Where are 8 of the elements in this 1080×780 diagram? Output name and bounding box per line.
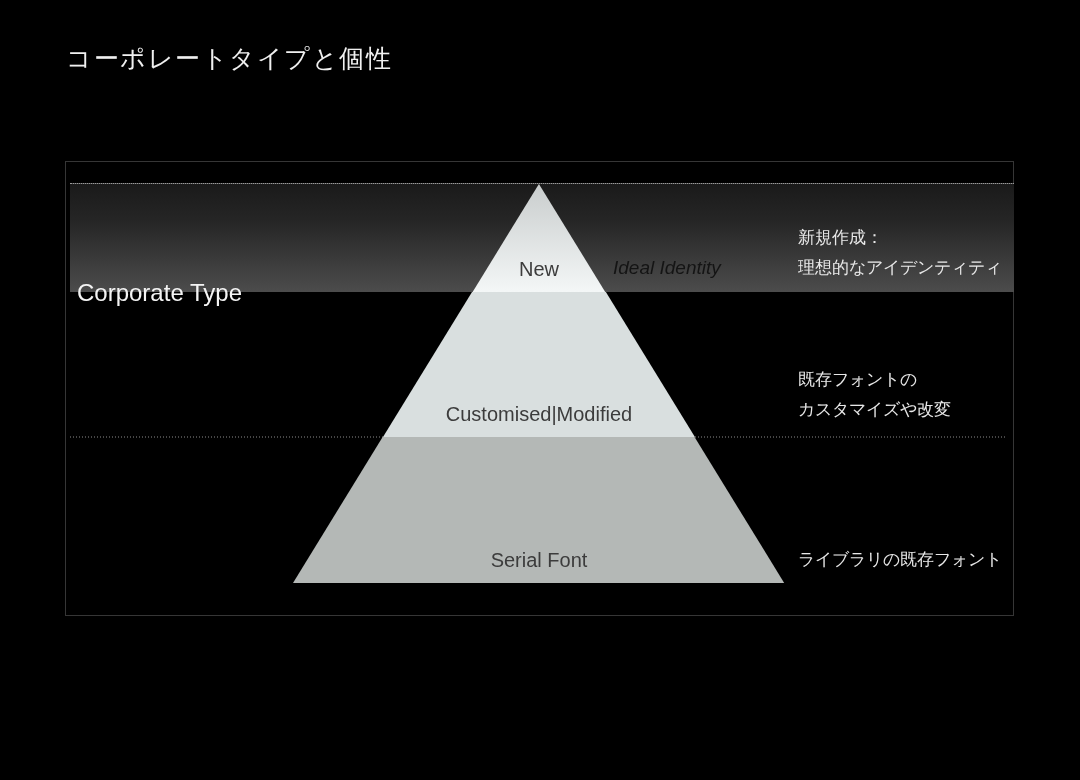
band-label: Corporate Type <box>77 279 242 307</box>
description-text: ライブラリの既存フォント <box>798 549 1002 571</box>
tier-label: Serial Font <box>490 548 588 572</box>
description-text: 新規作成：理想的なアイデンティティ <box>798 227 1002 279</box>
title: コーポレートタイプと個性 <box>66 43 392 73</box>
description-text: 既存フォントのカスタマイズや改変 <box>798 369 952 421</box>
tier-label: Customised|Modified <box>445 402 633 426</box>
tier-label: New <box>519 257 559 281</box>
